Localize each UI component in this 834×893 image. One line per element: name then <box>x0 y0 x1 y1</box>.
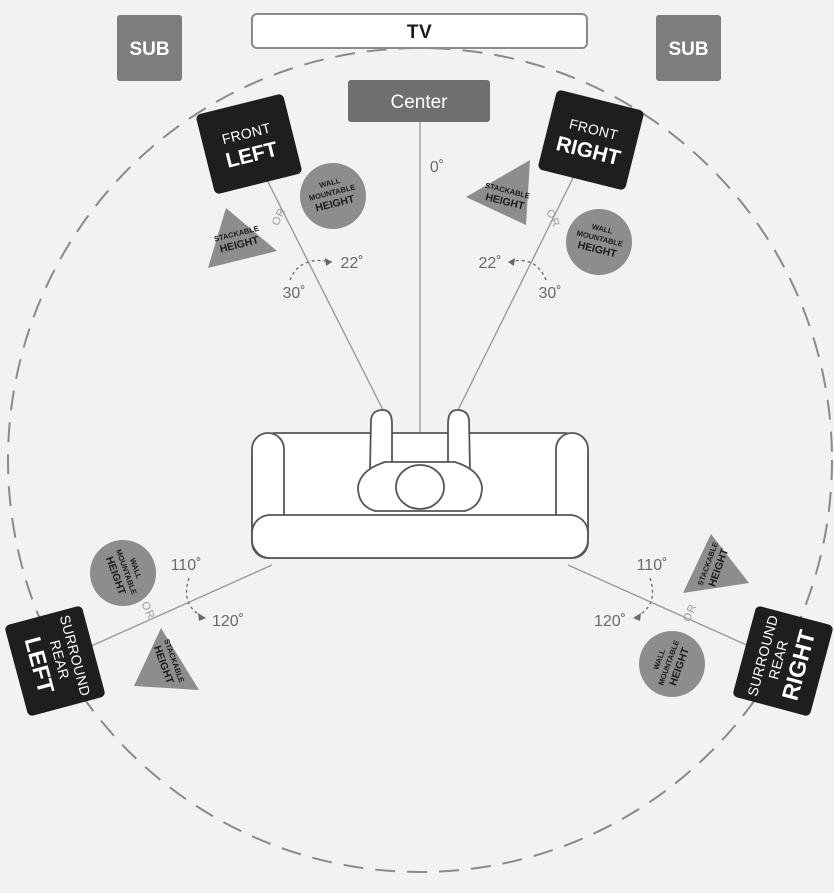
front-right-angle-inner: 22˚ <box>478 255 501 272</box>
surround-left-angle-inner: 110˚ <box>171 557 202 574</box>
surround-right-speaker: SURROUND REAR RIGHT <box>733 606 833 716</box>
center-angle: 0˚ <box>430 159 444 176</box>
front-left-line <box>261 169 384 411</box>
surround-right-stackable-height: STACKABLE HEIGHT <box>683 534 749 593</box>
sub-right-label: SUB <box>668 39 708 60</box>
front-right-line <box>457 169 578 411</box>
front-left-wall-height: WALL MOUNTABLE HEIGHT <box>300 163 366 229</box>
center-speaker: Center <box>348 80 490 122</box>
front-right-or: OR <box>543 208 562 230</box>
surround-left-angle-arc <box>185 577 206 621</box>
sofa-seat-front <box>251 514 589 559</box>
surround-right-angle-arc <box>633 577 654 621</box>
front-right-wall-height: WALL MOUNTABLE HEIGHT <box>566 209 632 275</box>
front-right-stackable-height: STACKABLE HEIGHT <box>466 160 531 225</box>
listener <box>357 409 483 512</box>
surround-right-angle-outer: 120˚ <box>594 613 626 630</box>
front-left-angle-arc <box>289 258 333 281</box>
surround-right-angle-inner: 110˚ <box>637 557 668 574</box>
front-left-angle-outer: 30˚ <box>282 285 305 302</box>
tv-label: TV <box>407 22 432 43</box>
surround-right-line <box>567 564 781 661</box>
surround-left-stackable-height: STACKABLE HEIGHT <box>134 628 199 690</box>
front-left-or: OR <box>270 206 289 228</box>
listening-circle <box>7 47 833 873</box>
surround-right-wall-height: WALL MOUNTABLE HEIGHT <box>639 631 705 697</box>
tv: TV <box>251 13 588 49</box>
front-right-angle-outer: 30˚ <box>538 285 561 302</box>
front-right-angle-arc <box>507 258 547 281</box>
center-label: Center <box>390 92 448 113</box>
surround-left-angle-outer: 120˚ <box>212 613 244 630</box>
surround-right-or: OR <box>681 602 699 624</box>
surround-left-line <box>59 564 273 661</box>
surround-left-speaker: SURROUND REAR LEFT <box>5 606 105 716</box>
front-left-angle-inner: 22˚ <box>340 255 363 272</box>
front-right-speaker: FRONT RIGHT <box>538 90 644 190</box>
front-left-speaker: FRONT LEFT <box>196 94 302 194</box>
surround-left-wall-height: WALL MOUNTABLE HEIGHT <box>90 540 156 606</box>
front-left-stackable-height: STACKABLE HEIGHT <box>208 208 277 268</box>
sub-left: SUB <box>117 15 182 81</box>
sub-right: SUB <box>656 15 721 81</box>
sub-left-label: SUB <box>129 39 169 60</box>
